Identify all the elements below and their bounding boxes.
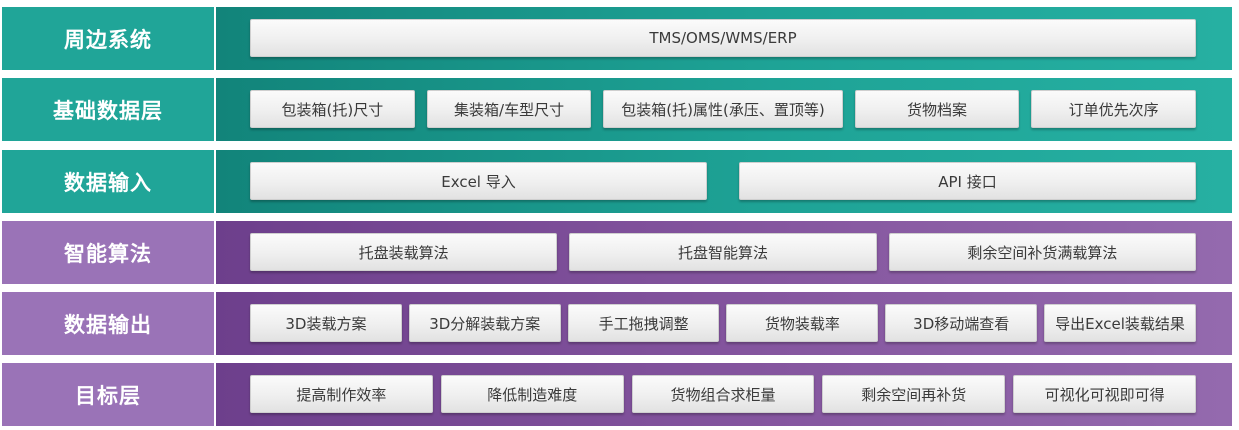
item-order-priority: 订单优先次序 xyxy=(1031,90,1196,128)
layer-label: 目标层 xyxy=(2,363,214,426)
layer-band: Excel 导入 API 接口 xyxy=(216,150,1232,213)
layer-band: 提高制作效率 降低制造难度 货物组合求柜量 剩余空间再补货 可视化可视即可得 xyxy=(216,363,1232,426)
layer-items: TMS/OMS/WMS/ERP xyxy=(250,19,1196,57)
item-3d-decomposed-plan: 3D分解装载方案 xyxy=(408,304,561,342)
item-pallet-loading-algorithm: 托盘装载算法 xyxy=(250,233,558,271)
item-api-interface: API 接口 xyxy=(739,162,1196,200)
layer-label: 数据输入 xyxy=(2,150,214,213)
layer-data-output: 数据输出 3D装载方案 3D分解装载方案 手工拖拽调整 货物装载率 3D移动端查… xyxy=(2,292,1232,355)
layer-data-input: 数据输入 Excel 导入 API 接口 xyxy=(2,150,1232,213)
layer-band: TMS/OMS/WMS/ERP xyxy=(216,7,1232,70)
layer-label: 智能算法 xyxy=(2,221,214,284)
item-visualization: 可视化可视即可得 xyxy=(1013,375,1196,413)
layer-label: 基础数据层 xyxy=(2,78,214,141)
layer-label: 数据输出 xyxy=(2,292,214,355)
item-manual-drag-adjust: 手工拖拽调整 xyxy=(567,304,720,342)
item-goods-archive: 货物档案 xyxy=(854,90,1020,128)
item-box-pallet-attributes: 包装箱(托)属性(承压、置顶等) xyxy=(603,90,843,128)
layer-goals: 目标层 提高制作效率 降低制造难度 货物组合求柜量 剩余空间再补货 可视化可视即… xyxy=(2,363,1232,426)
layer-base-data: 基础数据层 包装箱(托)尺寸 集装箱/车型尺寸 包装箱(托)属性(承压、置顶等)… xyxy=(2,78,1232,141)
item-box-pallet-size: 包装箱(托)尺寸 xyxy=(250,90,415,128)
layer-items: 托盘装载算法 托盘智能算法 剩余空间补货满载算法 xyxy=(250,233,1196,271)
layer-items: 3D装载方案 3D分解装载方案 手工拖拽调整 货物装载率 3D移动端查看 导出E… xyxy=(250,304,1196,342)
item-export-excel-result: 导出Excel装载结果 xyxy=(1044,304,1196,342)
item-remaining-space-algorithm: 剩余空间补货满载算法 xyxy=(888,233,1196,271)
item-reduce-difficulty: 降低制造难度 xyxy=(440,375,624,413)
item-improve-efficiency: 提高制作效率 xyxy=(250,375,433,413)
layer-band: 托盘装载算法 托盘智能算法 剩余空间补货满载算法 xyxy=(216,221,1232,284)
item-excel-import: Excel 导入 xyxy=(250,162,707,200)
item-pallet-smart-algorithm: 托盘智能算法 xyxy=(569,233,877,271)
layer-smart-algorithms: 智能算法 托盘装载算法 托盘智能算法 剩余空间补货满载算法 xyxy=(2,221,1232,284)
layer-peripheral-systems: 周边系统 TMS/OMS/WMS/ERP xyxy=(2,7,1232,70)
item-goods-combination: 货物组合求柜量 xyxy=(631,375,815,413)
item-3d-loading-plan: 3D装载方案 xyxy=(250,304,402,342)
layer-items: 提高制作效率 降低制造难度 货物组合求柜量 剩余空间再补货 可视化可视即可得 xyxy=(250,375,1196,413)
layer-items: Excel 导入 API 接口 xyxy=(250,162,1196,200)
item-space-replenish: 剩余空间再补货 xyxy=(822,375,1006,413)
layer-items: 包装箱(托)尺寸 集装箱/车型尺寸 包装箱(托)属性(承压、置顶等) 货物档案 … xyxy=(250,90,1196,128)
layer-band: 包装箱(托)尺寸 集装箱/车型尺寸 包装箱(托)属性(承压、置顶等) 货物档案 … xyxy=(216,78,1232,141)
item-tms-oms-wms-erp: TMS/OMS/WMS/ERP xyxy=(250,19,1196,57)
item-loading-rate: 货物装载率 xyxy=(726,304,879,342)
item-container-vehicle-size: 集装箱/车型尺寸 xyxy=(426,90,592,128)
layer-band: 3D装载方案 3D分解装载方案 手工拖拽调整 货物装载率 3D移动端查看 导出E… xyxy=(216,292,1232,355)
item-3d-mobile-view: 3D移动端查看 xyxy=(885,304,1038,342)
layer-label: 周边系统 xyxy=(2,7,214,70)
